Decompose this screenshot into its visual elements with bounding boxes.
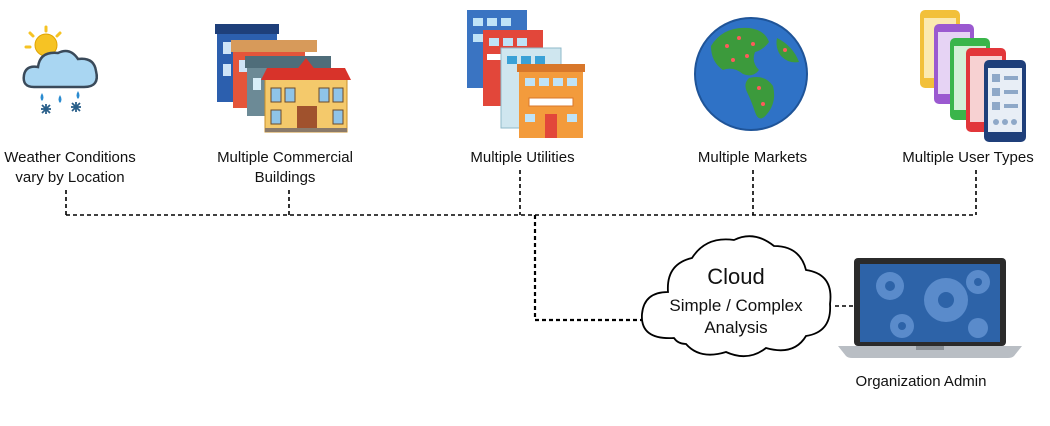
weather-icon <box>20 25 102 117</box>
globe-icon <box>693 16 809 132</box>
cloud-title: Cloud <box>707 264 765 289</box>
laptop-icon <box>838 256 1022 360</box>
cloud-icon <box>630 228 842 364</box>
utilities-icon <box>465 8 585 140</box>
utilities-label: Multiple Utilities <box>470 149 575 166</box>
users-label: Multiple User Types <box>902 149 1034 166</box>
phones-icon <box>918 8 1030 142</box>
markets-label: Multiple Markets <box>697 149 808 166</box>
buildings-icon <box>215 22 355 134</box>
admin-label: Organization Admin <box>855 373 987 390</box>
trunk-connector <box>533 215 645 322</box>
